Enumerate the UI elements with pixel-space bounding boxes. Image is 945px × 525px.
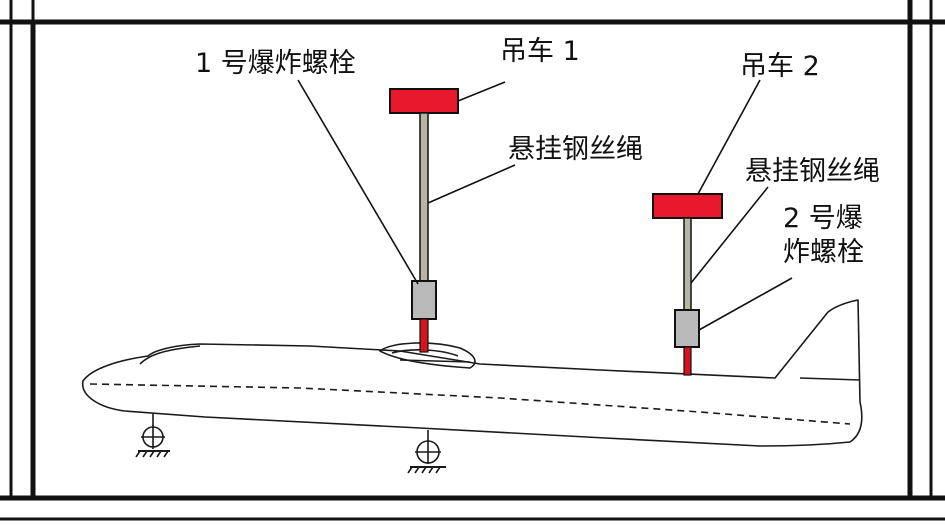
leader-crane-1: [457, 81, 506, 102]
leader-wire-rope-1: [427, 164, 516, 204]
labels: 1 号爆炸螺栓 吊车 1 悬挂钢丝绳 吊车 2 悬挂钢丝绳 2 号爆 炸螺栓: [195, 36, 880, 268]
leader-lines: [297, 79, 793, 331]
label-bolt-2-line1: 2 号爆: [783, 203, 863, 234]
attach-rod-2: [683, 346, 692, 376]
label-wire-rope-1: 悬挂钢丝绳: [508, 134, 643, 165]
wire-rope-1: [419, 112, 429, 282]
label-bolt-2-line2: 炸螺栓: [783, 237, 864, 268]
label-wire-rope-2: 悬挂钢丝绳: [745, 156, 880, 187]
leader-wire-rope-2: [690, 186, 769, 284]
label-bolt-1: 1 号爆炸螺栓: [195, 48, 356, 79]
main-landing-gear: [407, 430, 446, 474]
crane-1-beam: [389, 88, 459, 114]
attach-rod-1: [419, 318, 429, 353]
fin-root-line: [799, 377, 861, 381]
explosive-bolt-1: [411, 280, 437, 320]
crane-2-beam: [652, 193, 723, 219]
cockpit-line: [139, 345, 201, 365]
wing-root-fairing: [379, 342, 476, 369]
fuselage-centerline: [89, 383, 851, 425]
label-crane-2: 吊车 2: [740, 51, 820, 82]
leader-bolt-2: [698, 277, 793, 331]
crane-2-assembly: [652, 193, 723, 376]
aircraft: [82, 299, 863, 474]
leader-bolt-1: [297, 79, 419, 285]
wire-rope-2: [683, 217, 692, 311]
explosive-bolt-2: [674, 309, 700, 348]
fuselage-outline: [82, 299, 863, 447]
nose-landing-gear: [135, 414, 170, 458]
leader-crane-2: [697, 79, 761, 195]
wing-root-fairing-chord: [399, 359, 471, 363]
label-crane-1: 吊车 1: [500, 36, 580, 67]
crane-1-assembly: [389, 88, 459, 353]
